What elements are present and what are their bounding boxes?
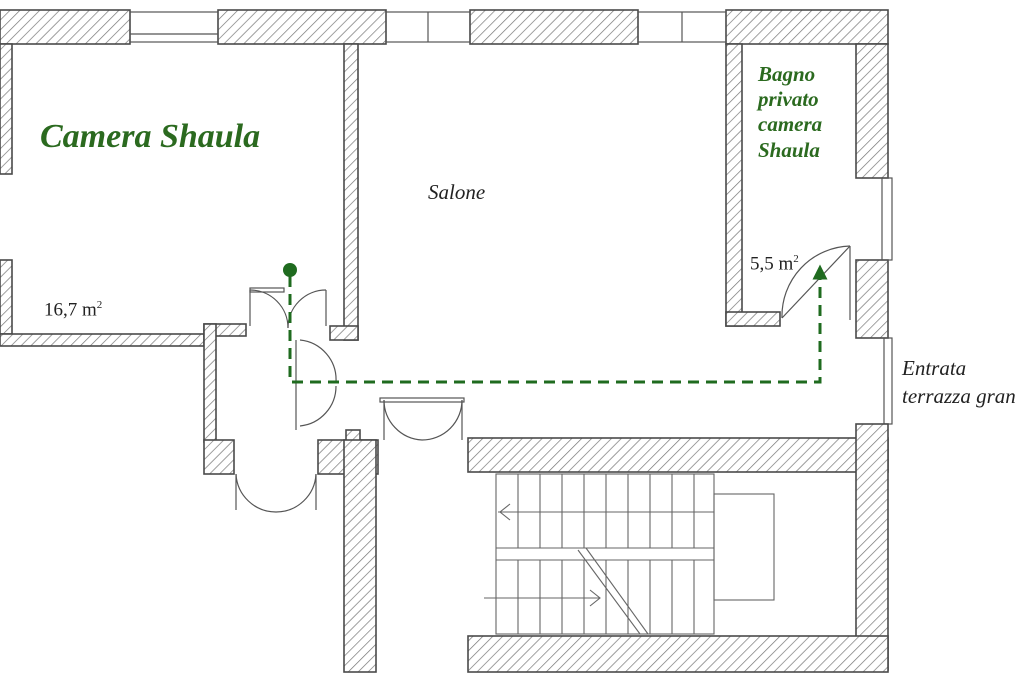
wall-top-left bbox=[0, 9, 131, 45]
bedroom-area-value: 16,7 m bbox=[44, 299, 97, 321]
route-start-dot bbox=[283, 263, 297, 277]
wall-top-2 bbox=[217, 9, 387, 45]
wall-stair-right bbox=[855, 423, 889, 671]
wall-bath-right bbox=[855, 43, 889, 179]
wall-left-lower bbox=[0, 259, 13, 335]
route-path bbox=[283, 263, 828, 384]
wall-corridor-low-left bbox=[203, 439, 235, 475]
wall-partition-1b bbox=[329, 325, 359, 341]
wall-top-3 bbox=[469, 9, 639, 45]
wall-left-upper bbox=[0, 43, 13, 175]
wall-top-right bbox=[725, 9, 889, 45]
wall-bath-right-low bbox=[855, 259, 889, 339]
bedroom-name: Camera Shaula bbox=[40, 118, 261, 155]
entrance-label: Entrata terrazza gran bbox=[902, 354, 1016, 411]
wall-bedroom-bottom bbox=[0, 333, 205, 347]
window-top-1 bbox=[129, 11, 219, 43]
entrance-label-line: Entrata bbox=[902, 356, 967, 380]
bathroom-name: Bagno privato camera Shaula bbox=[758, 62, 858, 163]
doors bbox=[235, 245, 851, 513]
wall-stair-bottom bbox=[467, 635, 889, 673]
wall-stair-top bbox=[467, 437, 889, 473]
bathroom-area-value: 5,5 m bbox=[750, 253, 794, 275]
living-room-name: Salone bbox=[428, 180, 486, 204]
bedroom-area-exp: 2 bbox=[96, 299, 103, 311]
bathroom-name-line: privato bbox=[758, 87, 819, 112]
bathroom-name-line: Bagno bbox=[758, 62, 816, 86]
window-right bbox=[881, 177, 893, 261]
wall-bath-bottom bbox=[725, 311, 781, 327]
wall-bath-left bbox=[725, 43, 743, 327]
entrance-label-line: terrazza gran bbox=[902, 384, 1016, 409]
entrance-door-frame bbox=[883, 337, 893, 425]
wall-corridor-left-v bbox=[203, 323, 217, 443]
bathroom-name-line: camera bbox=[758, 112, 823, 137]
wall-stair-left bbox=[343, 439, 377, 673]
walls bbox=[0, 9, 893, 673]
bedroom-area: 16,7 m2 bbox=[44, 299, 103, 321]
wall-partition-1 bbox=[343, 43, 359, 341]
route-line bbox=[288, 264, 828, 384]
bathroom-area-exp: 2 bbox=[793, 253, 799, 265]
bathroom-area: 5,5 m2 bbox=[750, 253, 799, 275]
bathroom-name-line: Shaula bbox=[758, 137, 820, 162]
staircase bbox=[484, 473, 775, 635]
